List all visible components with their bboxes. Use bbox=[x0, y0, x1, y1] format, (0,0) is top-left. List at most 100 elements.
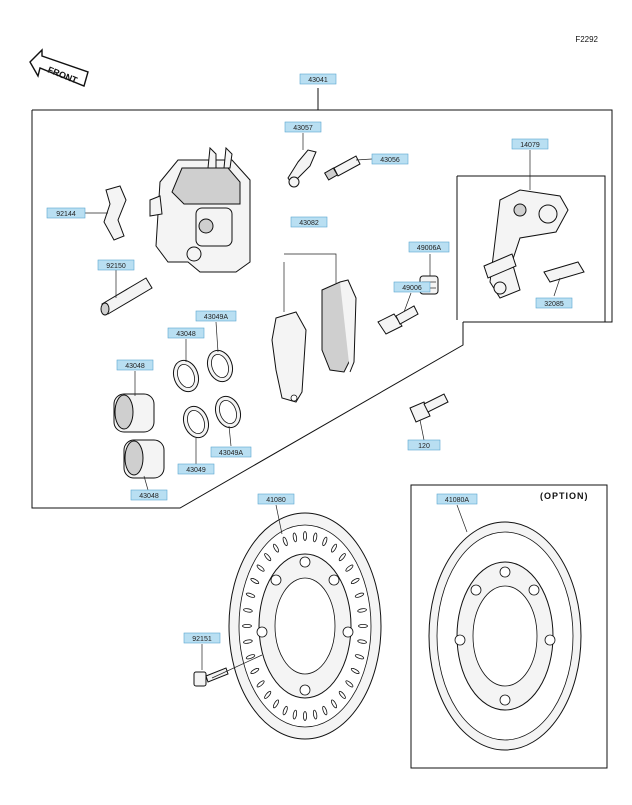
disc-41080-cooling-slot bbox=[303, 711, 308, 721]
callout-92151: 92151 bbox=[183, 632, 221, 644]
pad-spring-part bbox=[103, 185, 127, 241]
disc-41080-cooling-slot bbox=[243, 608, 253, 613]
disc-41080-cooling-slot bbox=[350, 667, 360, 675]
caliper-pin-part bbox=[100, 277, 153, 316]
disc-41080-cooling-slot bbox=[272, 699, 280, 709]
figure-code: F2292 bbox=[575, 35, 598, 44]
callout-41080-text: 41080 bbox=[266, 497, 286, 504]
callout-92150-text: 92150 bbox=[106, 263, 126, 270]
callout-43048-bottom: 43048 bbox=[130, 489, 168, 501]
callout-49006a-text: 49006A bbox=[417, 245, 441, 252]
fitting-43057-ring bbox=[288, 176, 300, 188]
disc-41080-cooling-slot bbox=[250, 577, 260, 585]
disc-41080-cooling-slot bbox=[256, 680, 265, 688]
callout-43082-text: 43082 bbox=[299, 220, 319, 227]
callout-92144-text: 92144 bbox=[56, 211, 76, 218]
disc-41080-cooling-slot bbox=[312, 709, 318, 720]
bracket-subframe bbox=[456, 175, 606, 322]
callout-32085-text: 32085 bbox=[544, 301, 564, 308]
callout-43048-left-text: 43048 bbox=[125, 363, 145, 370]
callout-43082: 43082 bbox=[290, 216, 328, 228]
disc-41080-cooling-slot bbox=[302, 531, 307, 541]
callout-43048-top: 43048 bbox=[167, 327, 205, 339]
callout-43041-text: 43041 bbox=[308, 77, 328, 84]
disc-41080-cooling-slot bbox=[243, 639, 253, 644]
disc-41080-cooling-slot bbox=[354, 592, 365, 598]
bleed-valve-part bbox=[323, 155, 361, 181]
disc-41080-cooling-slot bbox=[264, 553, 272, 562]
disc-41080-cooling-slot bbox=[292, 532, 298, 543]
option-frame bbox=[410, 484, 608, 769]
disc-41080-cooling-slot bbox=[345, 564, 354, 572]
callout-43048-bottom-text: 43048 bbox=[139, 493, 159, 500]
callout-41080a-text: 41080A bbox=[445, 497, 469, 504]
callout-43056: 43056 bbox=[371, 153, 409, 165]
callout-43049-text: 43049 bbox=[186, 467, 206, 474]
caliper-body bbox=[149, 146, 251, 273]
callout-32085: 32085 bbox=[535, 297, 573, 309]
disc-41080-cooling-slot bbox=[245, 592, 256, 598]
callout-43049a-bottom-text: 43049A bbox=[219, 450, 243, 457]
callout-49006-text: 49006 bbox=[402, 285, 422, 292]
fitting-43057-part bbox=[287, 149, 317, 185]
disc-41080-cooling-slot bbox=[338, 690, 346, 699]
disc-41080-cooling-slot bbox=[272, 543, 280, 553]
disc-41080-cooling-slot bbox=[264, 690, 272, 699]
brake-pads-part bbox=[271, 279, 357, 403]
leader-lines bbox=[85, 133, 561, 679]
callout-92144: 92144 bbox=[46, 207, 86, 219]
callout-43057-text: 43057 bbox=[293, 125, 313, 132]
disc-41080-cooling-slot bbox=[330, 543, 338, 553]
disc-41080-cooling-slot bbox=[245, 654, 256, 660]
caliper-assembly-frame bbox=[31, 88, 613, 509]
brake-disc-41080-part bbox=[228, 512, 382, 740]
pad-spring-32085-part bbox=[543, 261, 585, 283]
disc-41080-cooling-slot bbox=[357, 639, 367, 644]
callout-43041: 43041 bbox=[299, 73, 337, 85]
callout-41080a: 41080A bbox=[436, 493, 478, 505]
callout-43049a-bottom: 43049A bbox=[210, 446, 252, 458]
callout-14079: 14079 bbox=[511, 138, 549, 150]
callout-43049a-top: 43049A bbox=[195, 310, 237, 322]
disc-41080-cooling-slot bbox=[292, 709, 298, 720]
callout-49006a: 49006A bbox=[408, 241, 450, 253]
callout-41080: 41080 bbox=[257, 493, 295, 505]
caliper-bracket-part bbox=[483, 189, 569, 299]
brake-disc-41080a-part bbox=[428, 521, 582, 751]
bolt-92151-part bbox=[193, 667, 229, 687]
callout-120-text: 120 bbox=[418, 443, 430, 450]
disc-41080-cooling-slot bbox=[282, 705, 288, 716]
callout-43049a-top-text: 43049A bbox=[204, 314, 228, 321]
disc-41080-cooling-slot bbox=[354, 654, 365, 660]
disc-41080-cooling-slot bbox=[345, 680, 354, 688]
front-arrow-icon: FRONT bbox=[29, 48, 89, 87]
caliper-pistons bbox=[113, 393, 165, 479]
disc-41080-cooling-slot bbox=[250, 667, 260, 675]
disc-41080-cooling-slot bbox=[350, 577, 360, 585]
callout-43049: 43049 bbox=[177, 463, 215, 475]
disc-41080-cooling-slot bbox=[322, 536, 328, 547]
disc-41080-cooling-slot bbox=[330, 699, 338, 709]
callout-43056-text: 43056 bbox=[380, 157, 400, 164]
callout-14079-text: 14079 bbox=[520, 142, 540, 149]
disc-41080-cooling-slot bbox=[322, 705, 328, 716]
disc-41080-cooling-slot bbox=[338, 553, 346, 562]
disc-41080-cooling-slot bbox=[256, 564, 265, 572]
callout-49006: 49006 bbox=[393, 281, 431, 293]
callout-43048-left: 43048 bbox=[116, 359, 154, 371]
bolt-120-part bbox=[409, 393, 449, 423]
disc-41080-cooling-slot bbox=[357, 608, 367, 613]
disc-41080-cooling-slot bbox=[242, 624, 252, 629]
callout-92150: 92150 bbox=[97, 259, 135, 271]
disc-41080-cooling-slot bbox=[312, 532, 318, 543]
disc-41080-cooling-slot bbox=[358, 623, 368, 628]
callout-120: 120 bbox=[407, 439, 441, 451]
option-label: (OPTION) bbox=[540, 491, 589, 501]
callout-92151-text: 92151 bbox=[192, 636, 212, 643]
piston-seal-rings bbox=[172, 349, 242, 439]
bolt-49006-part bbox=[377, 305, 419, 335]
callout-43057: 43057 bbox=[284, 121, 322, 133]
disc-41080-cooling-slot bbox=[282, 536, 288, 547]
callout-43048-top-text: 43048 bbox=[176, 331, 196, 338]
